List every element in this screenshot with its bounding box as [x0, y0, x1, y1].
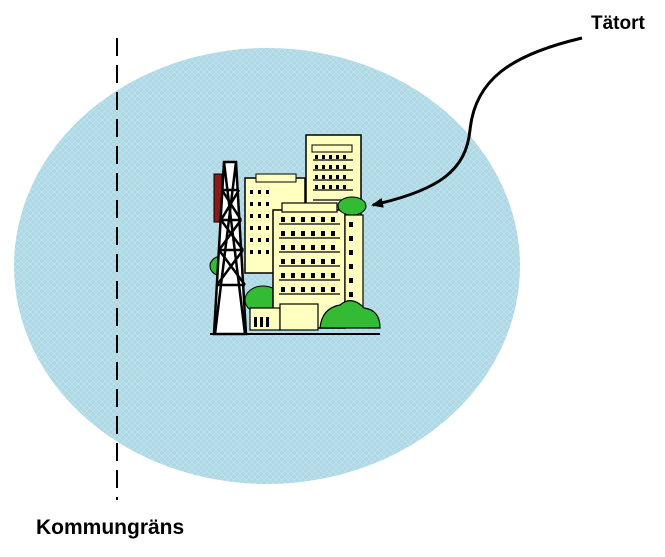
tatort-label: Tätort [591, 13, 645, 34]
building-front [249, 202, 364, 331]
kommungrans-label: Kommungräns [36, 516, 185, 539]
lattice-tower-icon [212, 160, 248, 336]
city-buildings-icon [209, 134, 381, 336]
tatort-arrow [371, 36, 583, 208]
tree-icon [319, 196, 381, 329]
